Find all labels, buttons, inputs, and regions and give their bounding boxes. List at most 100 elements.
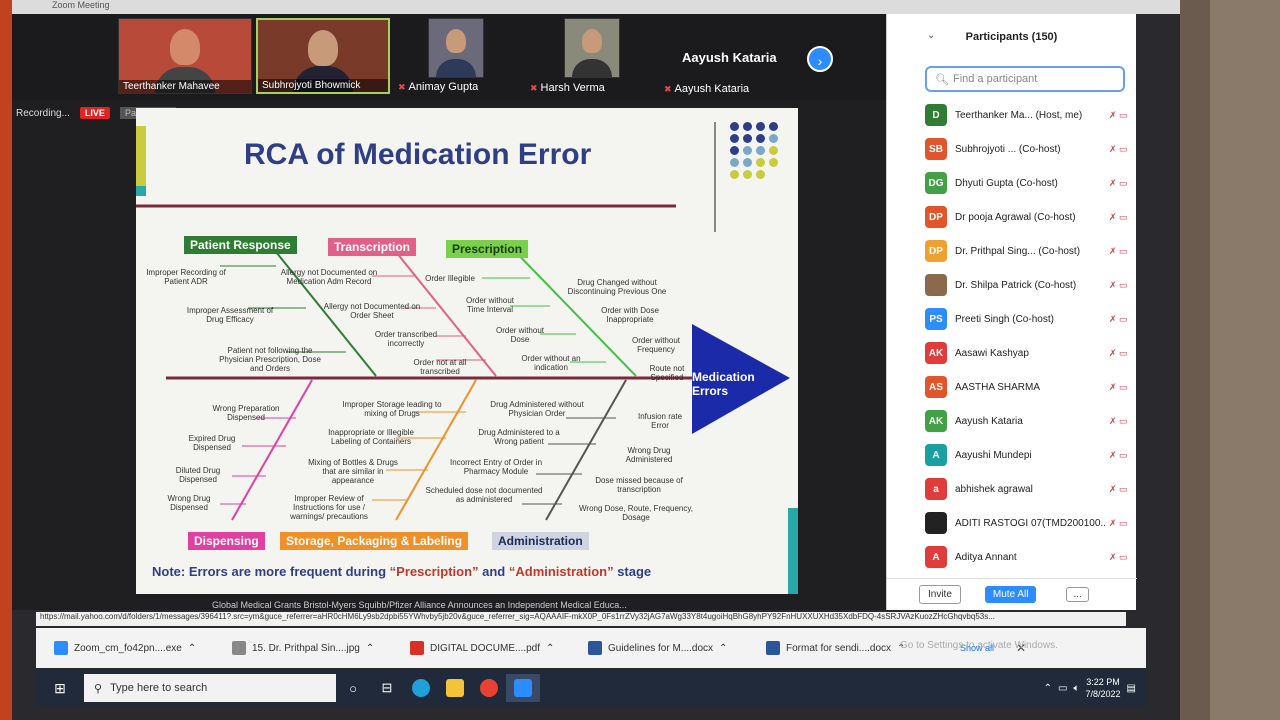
chevron-down-icon[interactable]: ⌄	[927, 30, 936, 41]
participant-name: Aasawi Kashyap	[955, 347, 1029, 359]
mic-muted-icon[interactable]: ✗ ▭	[1109, 279, 1128, 290]
fishbone-diagram	[136, 204, 790, 521]
windows-start-icon[interactable]: ⊞	[54, 679, 66, 696]
category-transcription: Transcription	[328, 238, 417, 256]
live-badge[interactable]: LIVE	[79, 107, 110, 119]
cause-item: Improper Review of Instructions for use …	[290, 494, 368, 521]
participant-row[interactable]: Dr. Shilpa Patrick (Co-host)✗ ▭	[887, 268, 1136, 302]
video-tile[interactable]: Teerthanker Mahavee	[118, 18, 252, 94]
chevron-up-icon[interactable]: ⌃	[1043, 682, 1053, 694]
show-all-link[interactable]: Show all	[960, 643, 995, 653]
participant-name: Teerthanker Ma... (Host, me)	[955, 109, 1083, 121]
notification-icon[interactable]: ▤	[1126, 682, 1136, 694]
cause-item: Route not Specified	[649, 364, 685, 382]
cause-item: Order without Dose	[495, 326, 545, 344]
participant-row[interactable]: AK Aasawi Kashyap ✗ ▭	[887, 336, 1136, 370]
invite-button[interactable]: Invite	[919, 585, 961, 604]
next-page-button[interactable]: ›	[807, 46, 833, 72]
cause-item: Wrong Drug Administered	[625, 446, 673, 464]
participant-name: Subhrojyoti ... (Co-host)	[955, 143, 1061, 155]
download-item[interactable]: Zoom_cm_fo42pn....exe⌃	[36, 641, 214, 655]
taskbar: ⊞ ⚲Type here to search ○ ⊟ ⌃ ▭ 🔈︎ 3:22 P…	[36, 670, 1146, 706]
cause-item: Order transcribed incorrectly	[374, 330, 438, 348]
cause-item: Improper Storage leading to mixing of Dr…	[342, 400, 442, 418]
download-item[interactable]: Guidelines for M....docx⌃	[570, 641, 748, 655]
mic-muted-icon[interactable]: ✗ ▭	[1109, 347, 1128, 358]
participant-name: Dhyuti Gupta (Co-host)	[955, 177, 1058, 189]
photo-edge-left	[0, 0, 12, 720]
task-view-icon[interactable]: ○	[349, 680, 357, 696]
cause-item: Patient not following the Physician Pres…	[219, 346, 321, 373]
participant-row[interactable]: ADITI RASTOGI 07(TMD200100...✗ ▭	[887, 506, 1136, 540]
chevron-up-icon[interactable]: ⌃	[365, 642, 375, 654]
bone-administration	[545, 379, 627, 521]
chevron-up-icon[interactable]: ⌃	[187, 642, 197, 654]
download-item[interactable]: DIGITAL DOCUME....pdf⌃	[392, 641, 570, 655]
download-item[interactable]: 15. Dr. Prithpal Sin....jpg⌃	[214, 641, 392, 655]
mic-muted-icon[interactable]: ✗ ▭	[1109, 143, 1128, 154]
volume-icon[interactable]: 🔈︎	[1073, 682, 1080, 694]
chevron-up-icon[interactable]: ⌃	[719, 642, 728, 654]
chevron-up-icon[interactable]: ⌃	[897, 642, 906, 654]
mic-muted-icon[interactable]: ✗ ▭	[1109, 245, 1128, 256]
mic-muted-icon[interactable]: ✗ ▭	[1109, 177, 1128, 188]
edge-icon[interactable]	[404, 674, 438, 702]
cause-item: Dose missed because of transcription	[595, 476, 683, 494]
slide-note: Note: Errors are more frequent during “P…	[152, 564, 652, 579]
cause-item: Diluted Drug Dispensed	[175, 466, 221, 484]
participant-row[interactable]: SB Subhrojyoti ... (Co-host) ✗ ▭	[887, 132, 1136, 166]
mic-muted-icon[interactable]: ✗ ▭	[1109, 415, 1128, 426]
mic-muted-icon[interactable]: ✗ ▭	[1109, 483, 1128, 494]
mic-muted-icon[interactable]: ✗ ▭	[1109, 449, 1128, 460]
cause-item: Drug Changed without Discontinuing Previ…	[567, 278, 667, 296]
close-icon[interactable]: ✕	[1016, 641, 1027, 655]
video-tile[interactable]	[564, 18, 620, 78]
video-tile[interactable]	[428, 18, 484, 78]
mic-muted-icon[interactable]: ✗ ▭	[1109, 517, 1128, 528]
avatar	[925, 512, 947, 534]
mic-muted-icon[interactable]: ✗ ▭	[1109, 381, 1128, 392]
taskbar-search[interactable]: ⚲Type here to search	[84, 674, 336, 702]
mic-muted-icon[interactable]: ✗ ▭	[1109, 313, 1128, 324]
zoom-app-icon[interactable]	[506, 674, 540, 702]
mic-muted-icon[interactable]: ✗ ▭	[1109, 109, 1128, 120]
participant-name: AASTHA SHARMA	[955, 381, 1041, 393]
download-item[interactable]: Format for sendi....docx⌃	[748, 641, 926, 655]
chevron-up-icon[interactable]: ⌃	[546, 642, 555, 654]
chrome-icon[interactable]	[472, 674, 506, 702]
avatar: AK	[925, 342, 947, 364]
category-patient-response: Patient Response	[184, 236, 297, 254]
search-icon: 🔍︎	[935, 73, 949, 86]
video-tile[interactable]: Subhrojyoti Bhowmick	[256, 18, 390, 94]
network-icon[interactable]: ▭	[1058, 682, 1068, 694]
avatar: SB	[925, 138, 947, 160]
activate-windows-watermark: Go to Settings to activate Windows.	[900, 640, 1058, 651]
mute-all-button[interactable]: Mute All	[984, 586, 1037, 603]
photo-edge-right	[1180, 0, 1280, 720]
mic-muted-icon[interactable]: ✗ ▭	[1109, 551, 1128, 562]
mic-muted-icon[interactable]: ✗ ▭	[1109, 211, 1128, 222]
widgets-icon[interactable]: ⊟	[381, 680, 393, 695]
cause-item: Expired Drug Dispensed	[188, 434, 236, 452]
status-url: https://mail.yahoo.com/d/folders/1/messa…	[36, 612, 1126, 626]
category-dispensing: Dispensing	[188, 532, 265, 550]
participant-search-input[interactable]: 🔍︎ Find a participant	[925, 66, 1125, 92]
cause-item: Order without Time Interval	[465, 296, 515, 314]
background-page-text: Global Medical Grants Bristol-Myers Squi…	[212, 600, 627, 610]
avatar: A	[925, 546, 947, 568]
more-button[interactable]: ...	[1066, 587, 1089, 602]
file-explorer-icon[interactable]	[438, 674, 472, 702]
avatar: AK	[925, 410, 947, 432]
